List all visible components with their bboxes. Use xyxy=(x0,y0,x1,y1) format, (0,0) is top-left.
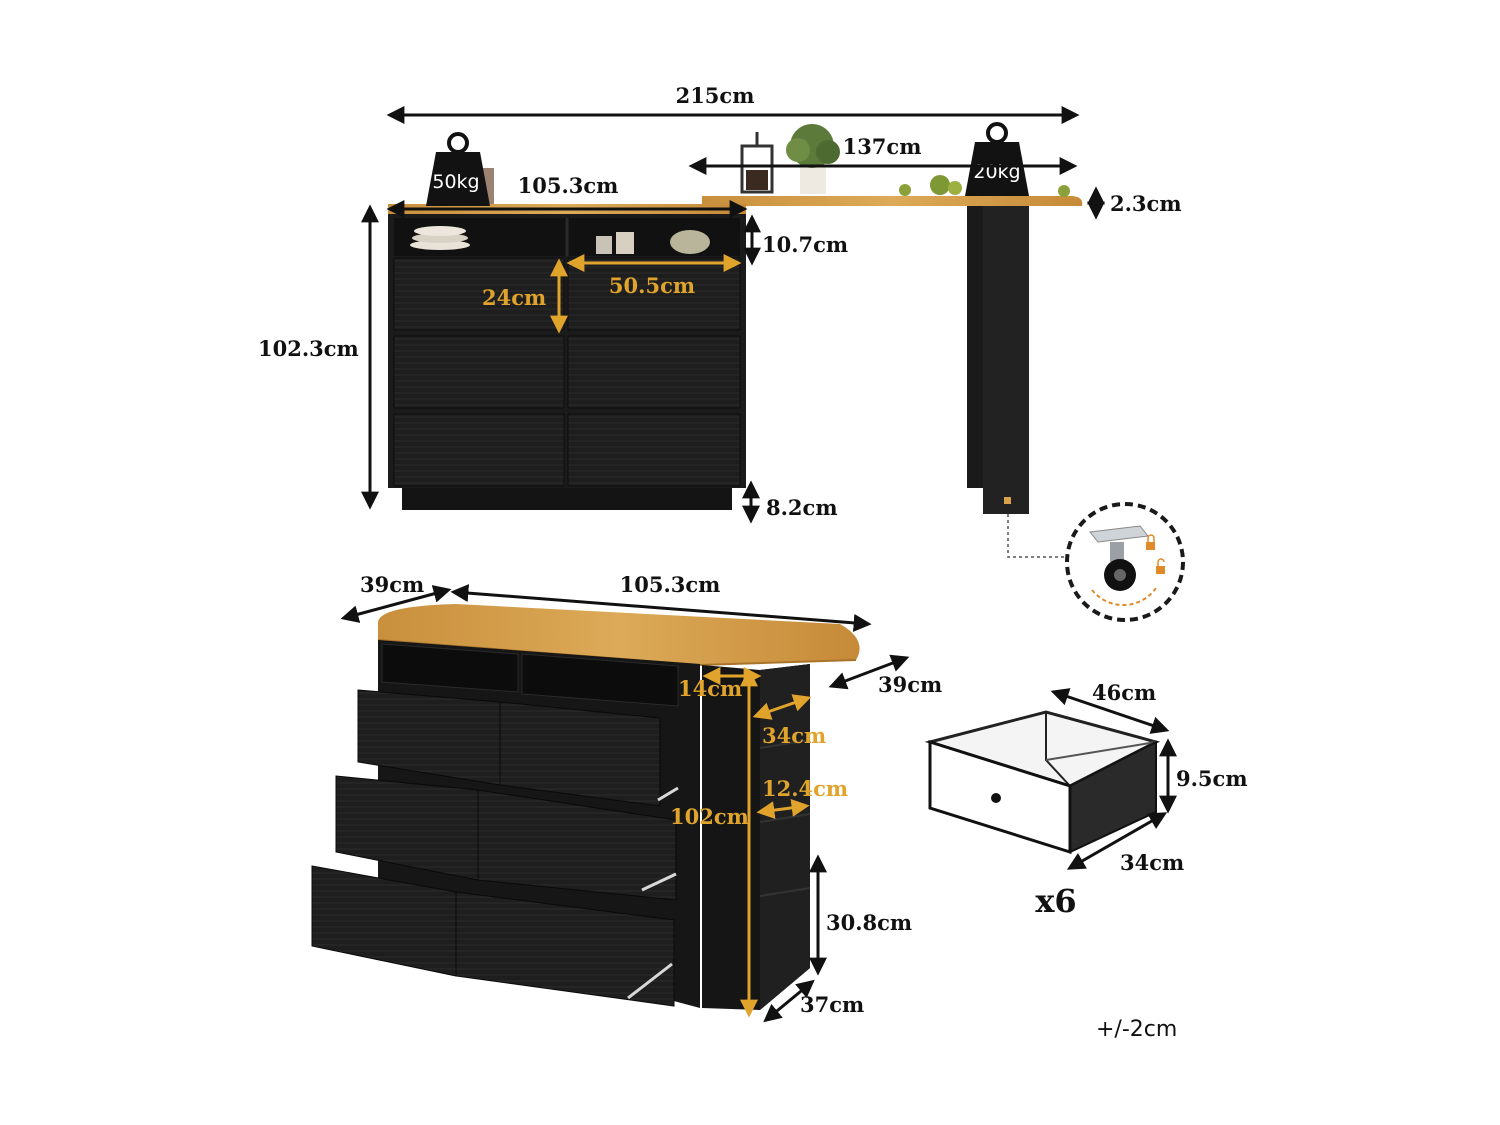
drawer-detail: 46cm 9.5cm 34cm x6 xyxy=(924,680,1248,920)
side-shelf-depth-arrow xyxy=(752,694,812,720)
side-shelf-spacing-label: 12.4cm xyxy=(762,776,848,801)
side-shelf-spacing-arrow xyxy=(756,798,810,820)
drawer-detail-height-label: 9.5cm xyxy=(1176,766,1248,791)
fruit-bowl-icon xyxy=(899,175,1070,197)
caster-wheel-icon xyxy=(1065,502,1185,622)
extension-width-label: 137cm xyxy=(843,134,922,159)
front-view: 50kg 20kg 215cm 137cm 105.3cm 2.3cm 10.7… xyxy=(258,83,1185,622)
lower-shelf-height-label: 30.8cm xyxy=(826,910,912,935)
jars-icon xyxy=(596,230,710,254)
total-height-label: 102.3cm xyxy=(258,336,359,361)
drawer-quantity-label: x6 xyxy=(1035,882,1076,920)
depth-label: 39cm xyxy=(360,572,424,597)
width-arrow xyxy=(450,584,872,632)
drawer-depth-arrow xyxy=(1066,812,1168,870)
drawer-width-arrow xyxy=(1050,688,1170,734)
drawer-open xyxy=(477,789,677,901)
drawer-detail-depth-label: 34cm xyxy=(1120,850,1184,875)
lock-icon xyxy=(1146,534,1155,550)
cabinet-width-label: 105.3cm xyxy=(518,173,619,198)
drawer-front xyxy=(393,257,565,331)
drawer-front xyxy=(567,335,741,409)
plates-icon xyxy=(410,226,470,250)
depth-arrow xyxy=(340,585,452,623)
side-shelf-width-label: 14cm xyxy=(678,676,742,701)
drawer-front xyxy=(567,413,741,487)
drawer-detail-width-label: 46cm xyxy=(1092,680,1156,705)
side-base-depth-label: 37cm xyxy=(800,992,864,1017)
width-label: 105.3cm xyxy=(620,572,721,597)
weight-50kg-icon: 50kg xyxy=(426,132,490,206)
drawer-front xyxy=(393,413,565,487)
weight-20kg-icon: 20kg xyxy=(965,122,1029,196)
perspective-view: 39cm 105.3cm 39cm 14cm 34cm 12.4cm 102cm… xyxy=(311,572,942,1023)
drawer-knob-icon xyxy=(991,793,1001,803)
top-thickness-label: 2.3cm xyxy=(1110,191,1182,216)
french-press-icon xyxy=(740,132,774,194)
caster-leader-line xyxy=(1007,514,1064,558)
shelf-height-label: 10.7cm xyxy=(762,232,848,257)
side-depth-arrow xyxy=(828,654,910,690)
drawer-open xyxy=(499,701,661,807)
cabinet-plinth xyxy=(402,488,732,510)
side-height-label: 102cm xyxy=(670,804,749,829)
weight-right-label: 20kg xyxy=(973,161,1020,183)
unlock-icon xyxy=(1156,558,1165,574)
drawer-open xyxy=(455,891,675,1007)
total-width-label: 215cm xyxy=(676,83,755,108)
drawer-open xyxy=(335,775,479,881)
base-height-label: 8.2cm xyxy=(766,495,838,520)
plant-icon xyxy=(786,124,840,194)
drawer-width-label: 50.5cm xyxy=(609,273,695,298)
side-base-depth-arrow xyxy=(763,979,815,1023)
tolerance-note: +/-2cm xyxy=(1096,1017,1177,1042)
side-depth-label: 39cm xyxy=(878,672,942,697)
drawer-front xyxy=(393,335,565,409)
drawer-height-label: 24cm xyxy=(482,285,546,310)
extension-top xyxy=(702,196,1083,206)
weight-left-label: 50kg xyxy=(432,171,479,193)
side-shelf-depth-label: 34cm xyxy=(762,723,826,748)
